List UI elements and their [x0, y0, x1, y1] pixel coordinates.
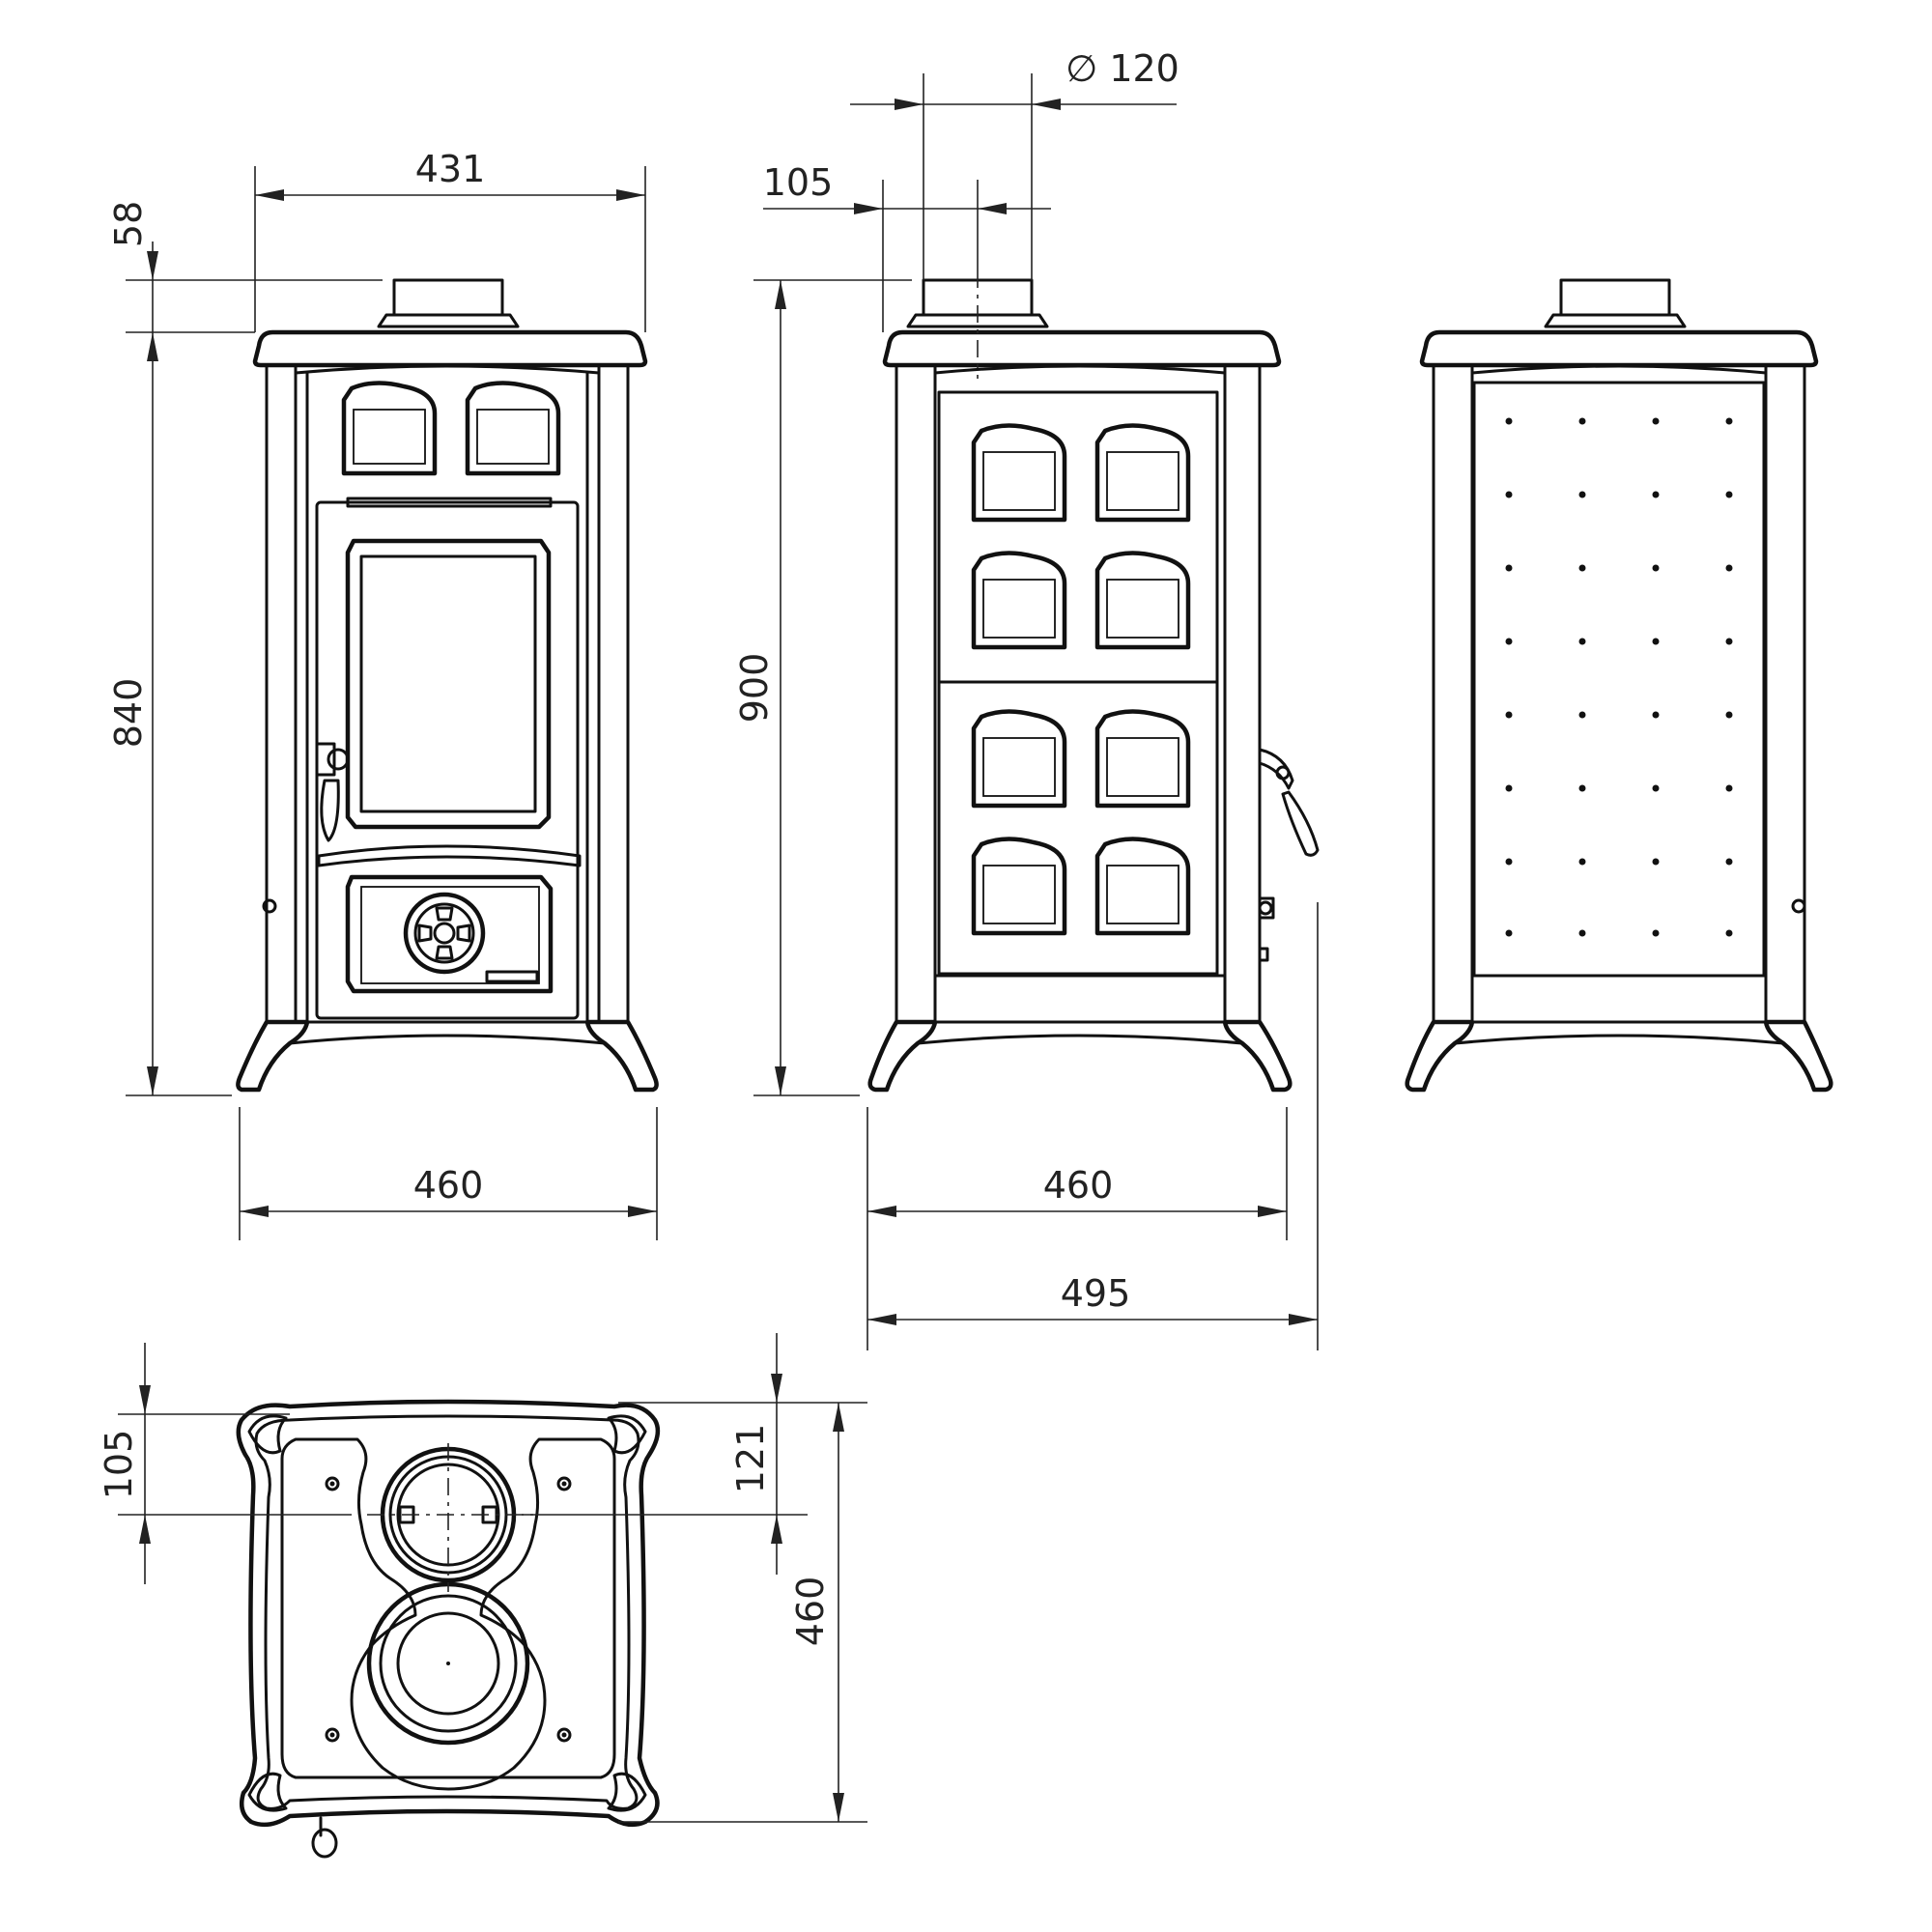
dim-total-height: 900: [733, 653, 776, 724]
plan-top-outline: [236, 1399, 661, 1828]
dim-total-depth: 495: [1061, 1272, 1131, 1315]
side-dimensions: ∅ 120 105 900 460 495: [733, 47, 1319, 1350]
dim-plan-flue-offset: 105: [98, 1430, 140, 1500]
back-right-column: [1764, 363, 1806, 1024]
side-tile-8: [1094, 837, 1191, 936]
front-flue-base: [377, 313, 520, 328]
side-tile-7: [971, 837, 1067, 936]
back-side-knob: [1791, 898, 1806, 914]
front-right-column: [597, 363, 630, 1024]
dim-front-base: 460: [413, 1164, 484, 1207]
front-top-plate: [252, 329, 648, 368]
side-left-column: [895, 363, 937, 1024]
dim-plan-depth: 460: [789, 1577, 832, 1647]
side-tile-6: [1094, 709, 1191, 809]
front-dimensions: 431 58 840 460: [107, 148, 658, 1240]
front-tile-1: [341, 381, 438, 476]
back-right-leg: [1763, 1019, 1833, 1093]
plan-inner-outline: [254, 1414, 640, 1810]
side-tile-3: [971, 551, 1067, 650]
side-left-leg: [867, 1019, 938, 1093]
air-control-knob: [403, 892, 486, 975]
side-tile-4: [1094, 551, 1191, 650]
side-right-leg: [1222, 1019, 1293, 1093]
back-panel: [1472, 381, 1766, 978]
side-handle-bracket: [1258, 748, 1294, 790]
back-view: [1405, 278, 1833, 1093]
door-handle: [320, 779, 340, 842]
back-rivets: [1505, 417, 1733, 937]
dim-side-base: 460: [1043, 1164, 1114, 1207]
dim-width-top: 431: [415, 148, 486, 190]
ash-drawer-panel: [345, 874, 554, 994]
door-handle-hinge: [315, 742, 336, 777]
side-knob: [1258, 900, 1273, 916]
side-tile-2: [1094, 423, 1191, 523]
dim-flue-offset: 105: [763, 161, 834, 204]
dim-body-height: 840: [107, 678, 150, 749]
front-tile-2: [465, 381, 561, 476]
back-left-leg: [1405, 1019, 1475, 1093]
side-lower-panel: [937, 680, 1219, 976]
front-flue-collar: [392, 278, 504, 317]
ash-drawer-rail: [317, 844, 582, 867]
plan-handle-knob: [311, 1828, 338, 1859]
door-glass: [359, 554, 537, 813]
front-left-column: [265, 363, 298, 1024]
front-side-knob: [262, 898, 277, 914]
side-tile-5: [971, 709, 1067, 809]
dim-flue-height: 58: [107, 201, 150, 247]
plan-dimensions: 105 121 460: [98, 1333, 867, 1823]
side-top-plate: [882, 329, 1282, 368]
back-flue-collar: [1559, 278, 1671, 317]
side-tile-1: [971, 423, 1067, 523]
plan-hob-plate: [396, 1611, 500, 1716]
side-right-column: [1223, 363, 1262, 1024]
plan-view: [236, 1399, 661, 1859]
brand-plate: [485, 970, 539, 983]
dim-plan-flue-offset-2: 121: [729, 1424, 772, 1494]
front-left-leg: [236, 1019, 310, 1093]
dim-flue-diameter: ∅ 120: [1065, 47, 1179, 90]
door-glass-frame: [345, 538, 552, 830]
front-top-arch: [294, 364, 601, 375]
back-top-plate: [1419, 329, 1819, 368]
front-right-leg: [584, 1019, 659, 1093]
side-tiles: [971, 423, 1191, 936]
side-view: [867, 278, 1320, 1093]
front-view: [236, 278, 659, 1093]
plan-cooking-plate: [280, 1437, 616, 1791]
side-handle: [1281, 790, 1320, 857]
back-left-column: [1432, 363, 1474, 1024]
